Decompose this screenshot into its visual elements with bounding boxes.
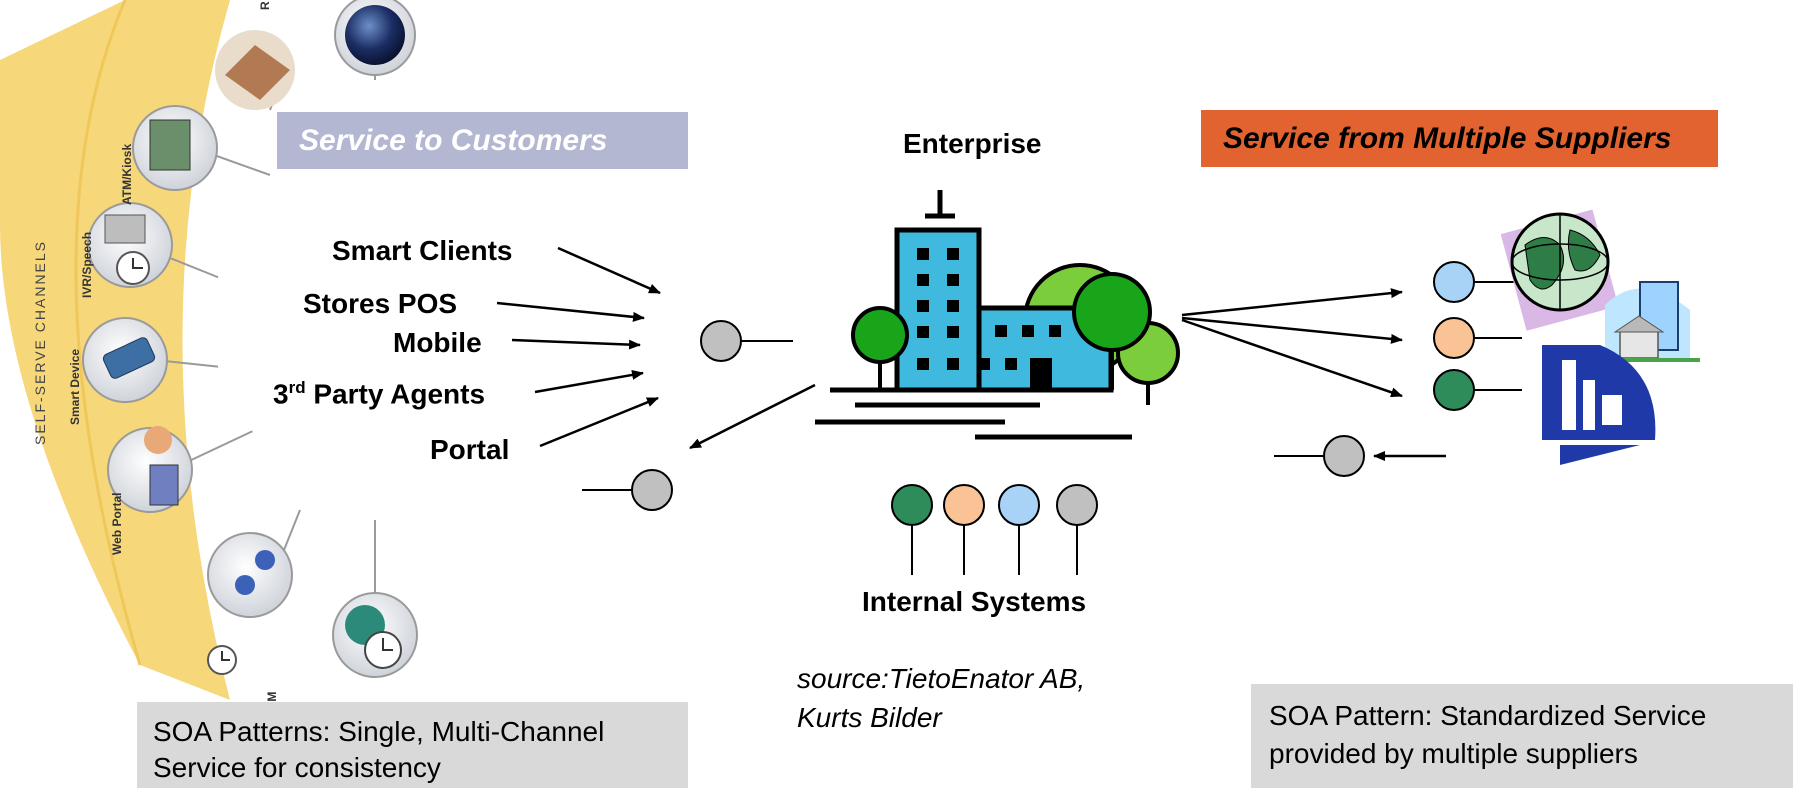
right-note-line-2: provided by multiple suppliers — [1269, 738, 1638, 769]
channel-label-atm: ATM/Kiosk — [120, 143, 134, 205]
right-note-line-1: SOA Pattern: Standardized Service — [1269, 700, 1707, 731]
harbor-city-icon — [1542, 345, 1656, 465]
channel-label-r: R — [258, 1, 272, 10]
channel-smart-clients: Smart Clients — [332, 235, 513, 266]
party-agents-text: Party Agents — [313, 378, 486, 410]
channel-stores-pos: Stores POS — [303, 288, 458, 319]
party-number: 3 — [273, 378, 289, 410]
left-pattern-note: SOA Patterns: Single, Multi-Channel Serv… — [137, 702, 688, 788]
right-return-port — [1274, 435, 1365, 477]
service-to-customers-banner: Service to Customers — [277, 112, 688, 169]
party-suffix: rd — [288, 378, 306, 397]
right-pattern-note: SOA Pattern: Standardized Service provid… — [1251, 684, 1793, 788]
banner-left-text: Service to Customers — [299, 124, 608, 157]
internal-systems-title: Internal Systems — [862, 586, 1087, 617]
supplier-ports — [1433, 261, 1522, 411]
left-service-port — [700, 320, 793, 362]
source-line-1: source:TietoEnator AB, — [797, 663, 1086, 694]
internal-system-ports — [891, 484, 1098, 575]
channel-3rd-party-agents: 3rd Party Agents — [273, 378, 485, 410]
banner-right-text: Service from Multiple Suppliers — [1223, 122, 1672, 155]
channel-mobile: Mobile — [393, 327, 482, 358]
office-buildings-icon — [1600, 281, 1700, 362]
arc-title: SELF-SERVE CHANNELS — [32, 239, 48, 445]
channel-label-ivr: IVR/Speech — [80, 231, 94, 298]
source-line-2: Kurts Bilder — [797, 702, 942, 733]
channel-label-web-portal: Web Portal — [110, 492, 124, 555]
channel-arrows — [496, 246, 816, 450]
left-note-line-1: SOA Patterns: Single, Multi-Channel — [153, 716, 605, 747]
supplier-arrows — [1181, 288, 1446, 461]
channel-portal: Portal — [430, 434, 510, 465]
channel-hub-circle — [212, 154, 548, 490]
left-note-line-2: Service for consistency — [153, 752, 441, 783]
left-return-port — [582, 469, 673, 511]
channel-icons — [82, 0, 418, 678]
world-globe-icon — [1500, 209, 1619, 331]
channel-label-smart-device: Smart Device — [68, 348, 82, 425]
enterprise-title: Enterprise — [903, 128, 1042, 159]
service-from-suppliers-banner: Service from Multiple Suppliers — [1201, 110, 1718, 167]
enterprise-building-icon — [815, 190, 1180, 440]
im-icon — [207, 532, 293, 618]
